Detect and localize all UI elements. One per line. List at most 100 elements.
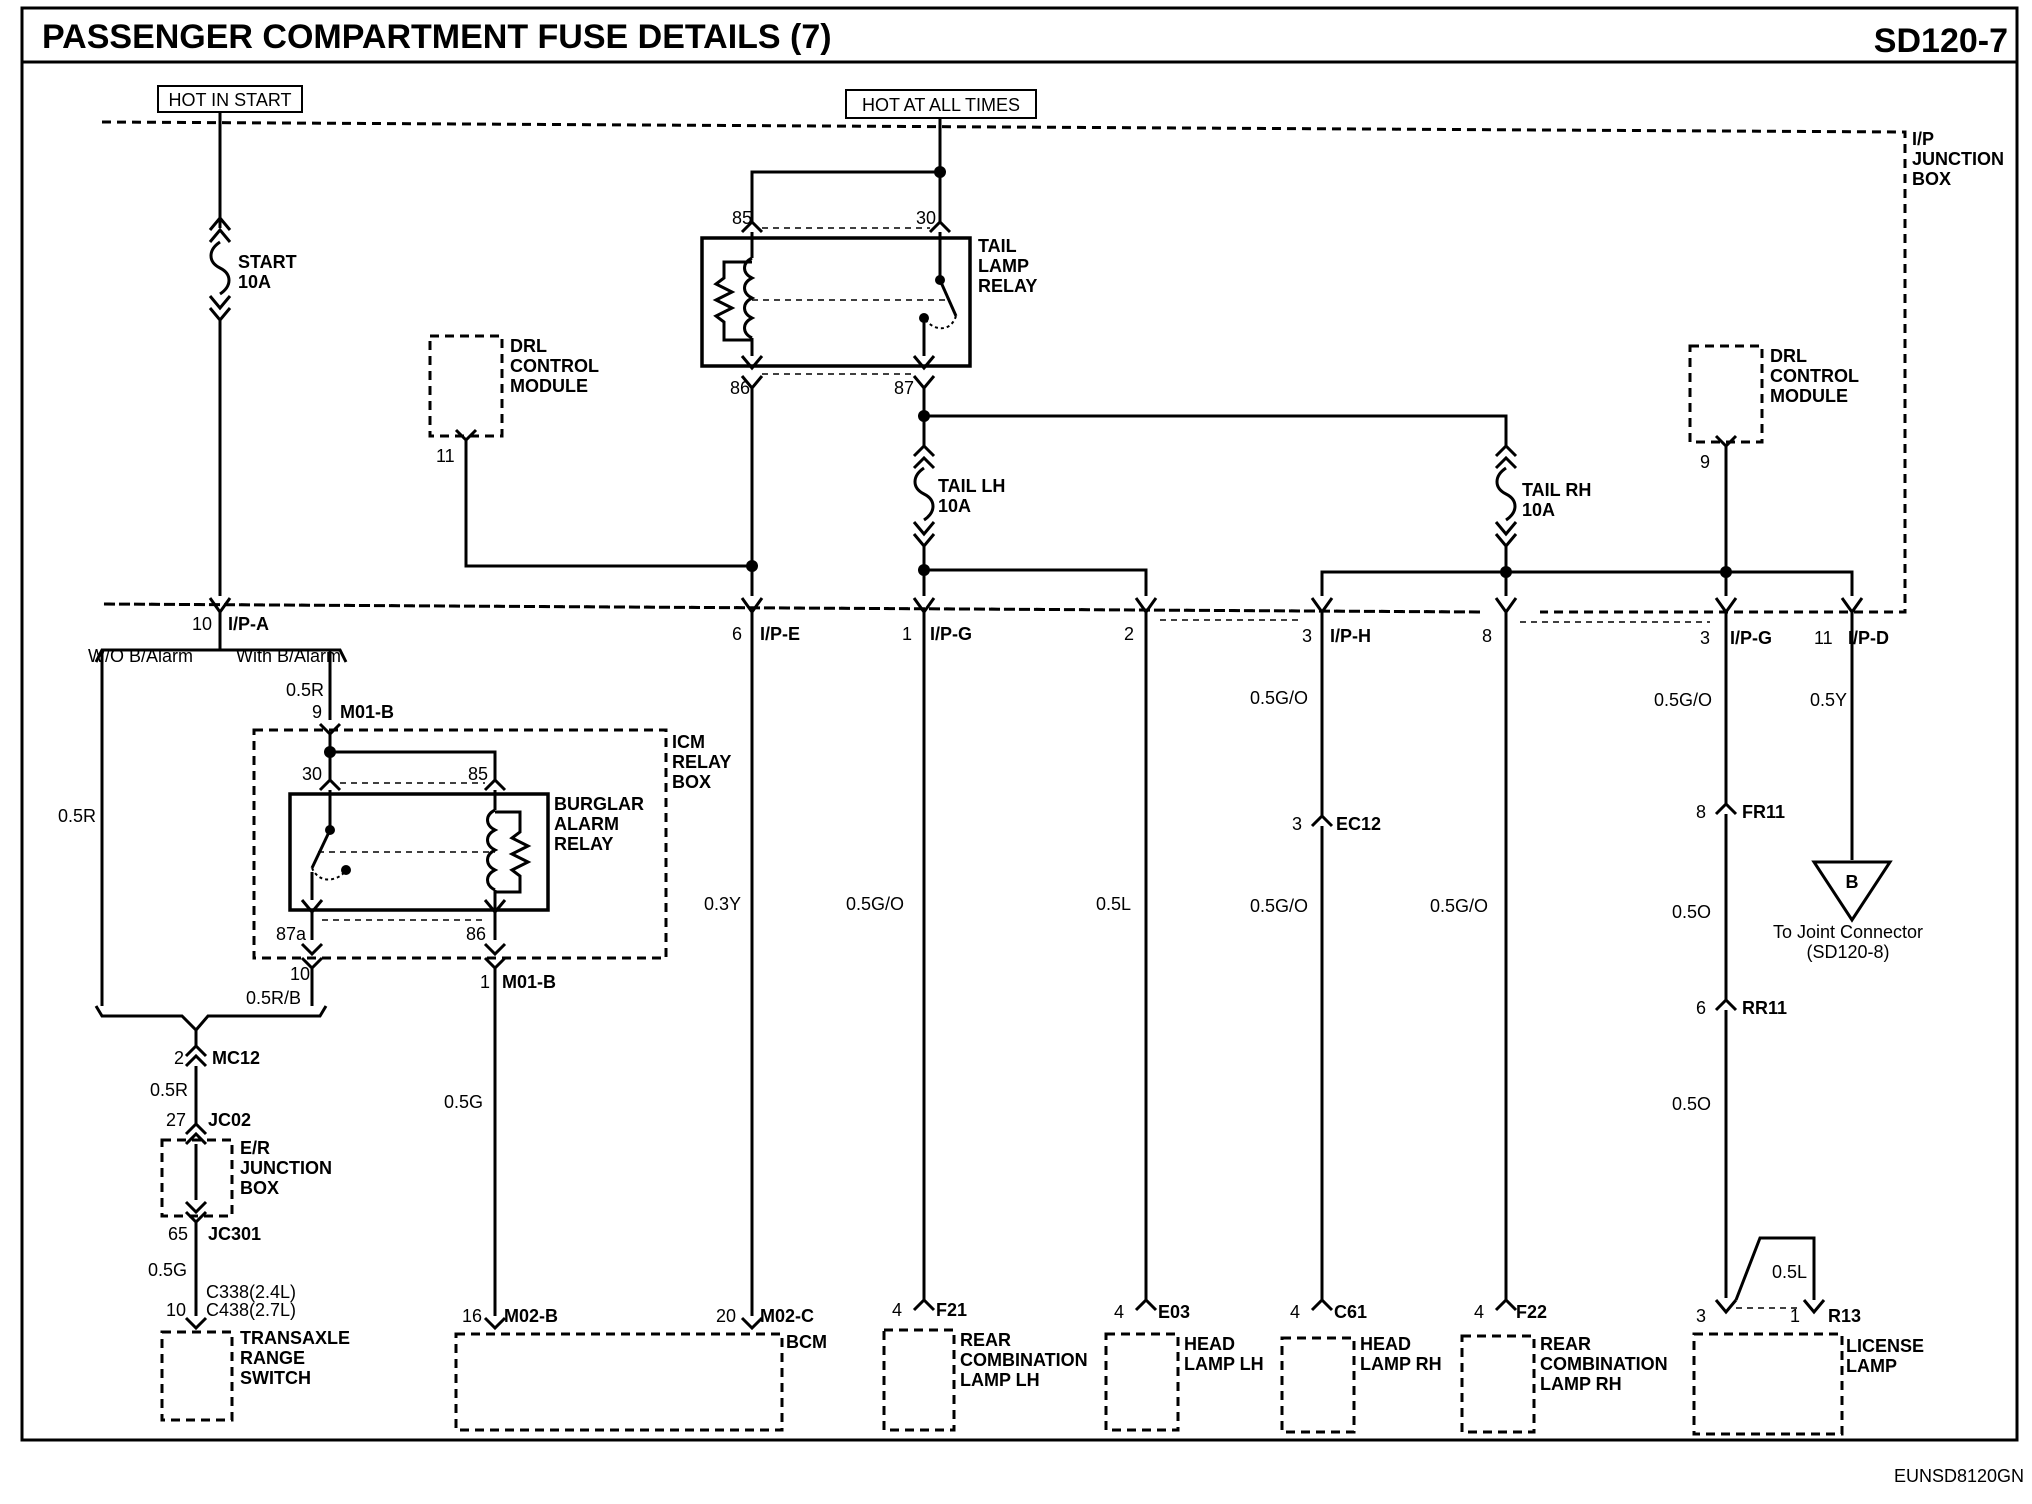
tail-relay-label-2: LAMP bbox=[978, 256, 1029, 276]
ip-g3-pin: 3 bbox=[1700, 628, 1710, 648]
hot-at-all-times-label: HOT AT ALL TIMES bbox=[845, 89, 1037, 119]
tail-rh-fuse-label: TAIL RH bbox=[1522, 480, 1591, 500]
wire-05o-2: 0.5O bbox=[1672, 1094, 1711, 1114]
transaxle-label-2: RANGE bbox=[240, 1348, 305, 1368]
wire-05go-rcr: 0.5G/O bbox=[1430, 896, 1488, 916]
jc02-pin: 27 bbox=[166, 1110, 186, 1130]
ip-g3-connector: I/P-G bbox=[1730, 628, 1772, 648]
rear-combination-lamp-lh bbox=[882, 1297, 956, 1432]
rcl-rh-label-2: COMBINATION bbox=[1540, 1354, 1668, 1374]
er-box-label-3: BOX bbox=[240, 1178, 279, 1198]
license-lamp bbox=[1692, 1236, 1844, 1436]
ip-junction-box-label-2: JUNCTION bbox=[1912, 149, 2004, 169]
wire-05g-bcm: 0.5G bbox=[444, 1092, 483, 1112]
m01b-top-connector: M01-B bbox=[340, 702, 394, 722]
tail-lamp-relay bbox=[700, 118, 972, 391]
page-frame bbox=[20, 6, 2019, 1442]
license-pin-3: 3 bbox=[1696, 1306, 1706, 1326]
er-box-label-1: E/R bbox=[240, 1138, 270, 1158]
burglar-relay-label-2: ALARM bbox=[554, 814, 619, 834]
start-fuse-circuit bbox=[208, 112, 232, 650]
tail-lh-fuse-rating: 10A bbox=[938, 496, 971, 516]
drl-right-label-3: MODULE bbox=[1770, 386, 1848, 406]
wire-05l-license: 0.5L bbox=[1772, 1262, 1807, 1282]
ip-pin-8: 8 bbox=[1482, 626, 1492, 646]
start-fuse-rating: 10A bbox=[238, 272, 271, 292]
svg-text:HOT AT ALL TIMES: HOT AT ALL TIMES bbox=[862, 95, 1020, 115]
rcl-rh-pin: 4 bbox=[1474, 1302, 1484, 1322]
ip-d-connector: I/P-D bbox=[1848, 628, 1889, 648]
bcm-connector-m02b: M02-B bbox=[504, 1306, 558, 1326]
tail-rh-fuse-rating: 10A bbox=[1522, 500, 1555, 520]
ip-h-connector: I/P-H bbox=[1330, 626, 1371, 646]
ip-junction-box-label-1: I/P bbox=[1912, 129, 1934, 149]
joint-connector-ref: (SD120-8) bbox=[1806, 942, 1889, 962]
tail-relay-pin-85: 85 bbox=[732, 208, 752, 228]
bcm-pin-16: 16 bbox=[462, 1306, 482, 1326]
ip-right-connectors bbox=[1310, 597, 1864, 623]
fr11-pin: 8 bbox=[1696, 802, 1706, 822]
tail-relay-label-1: TAIL bbox=[978, 236, 1017, 256]
c438-connector: C438(2.7L) bbox=[206, 1300, 296, 1320]
without-alarm-label: W/O B/Alarm bbox=[88, 646, 193, 666]
ip-a-pin: 10 bbox=[192, 614, 212, 634]
tail-relay-label-3: RELAY bbox=[978, 276, 1037, 296]
rcl-lh-label-1: REAR bbox=[960, 1330, 1011, 1350]
bcm-label: BCM bbox=[786, 1332, 827, 1352]
ip-e-connector: I/P-E bbox=[760, 624, 800, 644]
wire-05r-mc12: 0.5R bbox=[150, 1080, 188, 1100]
icm-pin-10: 10 bbox=[290, 964, 310, 984]
wire-05rb: 0.5R/B bbox=[246, 988, 301, 1008]
transaxle-label-3: SWITCH bbox=[240, 1368, 311, 1388]
wire-03y: 0.3Y bbox=[704, 894, 741, 914]
ec12-connector: EC12 bbox=[1336, 814, 1381, 834]
rcl-lh-connector: F21 bbox=[936, 1300, 967, 1320]
license-connector: R13 bbox=[1828, 1306, 1861, 1326]
tail-relay-pin-87: 87 bbox=[894, 378, 914, 398]
license-label-2: LAMP bbox=[1846, 1356, 1897, 1376]
c338-connector: C338(2.4L) bbox=[206, 1282, 296, 1302]
burglar-relay-label-1: BURGLAR bbox=[554, 794, 644, 814]
ip-a-connector: I/P-A bbox=[228, 614, 269, 634]
rcl-lh-pin: 4 bbox=[892, 1300, 902, 1320]
c338-pin: 10 bbox=[166, 1300, 186, 1320]
wire-05go-g3: 0.5G/O bbox=[1654, 690, 1712, 710]
tail-fuse-bus bbox=[918, 388, 1508, 446]
fr11-connector: FR11 bbox=[1742, 802, 1785, 822]
rr11-connector: RR11 bbox=[1742, 998, 1787, 1018]
ip-e-pin: 6 bbox=[732, 624, 742, 644]
drl-module-left bbox=[428, 334, 504, 438]
drl-left-label-2: CONTROL bbox=[510, 356, 599, 376]
bcm-connector-m02c: M02-C bbox=[760, 1306, 814, 1326]
m01b-bottom-connector: M01-B bbox=[502, 972, 556, 992]
m01b-top-pin: 9 bbox=[312, 702, 322, 722]
head-lh-label-1: HEAD bbox=[1184, 1334, 1235, 1354]
joint-connector-label: To Joint Connector bbox=[1773, 922, 1923, 942]
jc301-pin: 65 bbox=[168, 1224, 188, 1244]
burglar-relay-pin-87a: 87a bbox=[276, 924, 307, 944]
drl-left-pin: 11 bbox=[436, 446, 455, 466]
start-fuse-label: START bbox=[238, 252, 297, 272]
burglar-relay-pin-86: 86 bbox=[466, 924, 486, 944]
wire-05o-1: 0.5O bbox=[1672, 902, 1711, 922]
drl-left-label-1: DRL bbox=[510, 336, 547, 356]
tail-relay-pin-86: 86 bbox=[730, 378, 750, 398]
ip-g1-connector: I/P-G bbox=[930, 624, 972, 644]
ec12-pin: 3 bbox=[1292, 814, 1302, 834]
tail-rh-fuse bbox=[1320, 443, 1854, 596]
ip-junction-box-outline bbox=[101, 120, 1907, 614]
head-lamp-lh bbox=[1104, 1297, 1180, 1432]
rcl-rh-label-1: REAR bbox=[1540, 1334, 1591, 1354]
jc301-connector: JC301 bbox=[208, 1224, 261, 1244]
burglar-alarm-relay bbox=[288, 722, 550, 1006]
drl-right-label-2: CONTROL bbox=[1770, 366, 1859, 386]
wire-05r-top: 0.5R bbox=[286, 680, 324, 700]
drl-module-right bbox=[1688, 344, 1764, 444]
license-label-1: LICENSE bbox=[1846, 1336, 1924, 1356]
wire-05r-left: 0.5R bbox=[58, 806, 96, 826]
mc12-connector: MC12 bbox=[212, 1048, 260, 1068]
joint-connector-b: B bbox=[1811, 612, 1893, 923]
footer-reference: EUNSD8120GN bbox=[1894, 1466, 2024, 1486]
transaxle-label-1: TRANSAXLE bbox=[240, 1328, 350, 1348]
